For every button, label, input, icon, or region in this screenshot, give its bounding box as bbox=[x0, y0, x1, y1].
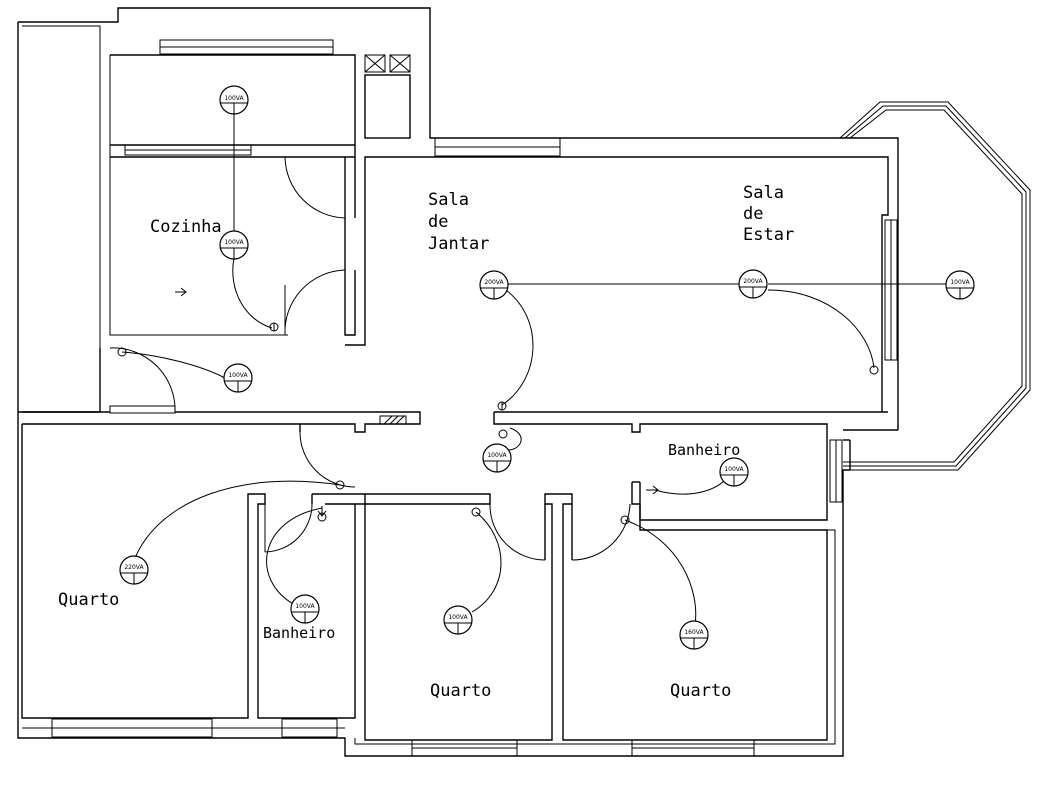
svg-text:100VA: 100VA bbox=[228, 372, 248, 379]
svg-text:160VA: 160VA bbox=[684, 629, 704, 636]
circuit-wires bbox=[121, 112, 947, 626]
room-label-sala-estar-3: Estar bbox=[743, 225, 794, 245]
svg-text:100VA: 100VA bbox=[448, 614, 468, 621]
svg-text:100VA: 100VA bbox=[487, 452, 507, 459]
light-fixture-varanda: 100VA bbox=[945, 270, 975, 300]
fixtures: 100VA 100VA 100VA 200VA 200VA 100VA 100V… bbox=[119, 85, 975, 650]
interior-walls bbox=[18, 54, 889, 741]
room-label-sala-jantar-2: de bbox=[428, 212, 448, 232]
light-fixture-banheiro-bottom: 100VA bbox=[290, 594, 320, 624]
room-label-quarto-right: Quarto bbox=[670, 681, 731, 701]
light-fixture-lavanderia: 100VA bbox=[219, 85, 249, 115]
room-label-sala-jantar-1: Sala bbox=[428, 190, 469, 210]
varanda-bay bbox=[839, 101, 1031, 471]
light-fixture-cozinha: 100VA bbox=[219, 230, 249, 260]
svg-text:200VA: 200VA bbox=[484, 279, 504, 286]
switches bbox=[117, 287, 879, 525]
doors bbox=[109, 156, 631, 561]
room-label-sala-estar-2: de bbox=[743, 204, 763, 224]
light-fixture-banheiro-top: 100VA bbox=[719, 457, 749, 487]
room-label-cozinha: Cozinha bbox=[150, 217, 222, 237]
room-label-banheiro-bottom: Banheiro bbox=[263, 624, 335, 642]
light-fixture-area-servico: 100VA bbox=[223, 363, 253, 393]
light-fixture-sala-jantar: 200VA bbox=[479, 270, 509, 300]
svg-text:100VA: 100VA bbox=[295, 603, 315, 610]
svg-text:100VA: 100VA bbox=[950, 279, 970, 286]
light-fixture-quarto-left: 220VA bbox=[119, 555, 149, 585]
outer-walls bbox=[17, 7, 899, 757]
light-fixture-sala-estar: 200VA bbox=[738, 269, 768, 299]
room-label-sala-estar-1: Sala bbox=[743, 183, 784, 203]
room-label-quarto-mid: Quarto bbox=[430, 681, 491, 701]
windows bbox=[51, 39, 898, 757]
light-fixture-hall: 100VA bbox=[482, 443, 512, 473]
svg-text:100VA: 100VA bbox=[224, 95, 244, 102]
room-label-quarto-left: Quarto bbox=[58, 590, 119, 610]
light-fixture-quarto-mid: 100VA bbox=[443, 605, 473, 635]
room-label-banheiro-top: Banheiro bbox=[668, 441, 740, 459]
svg-text:100VA: 100VA bbox=[724, 466, 744, 473]
svg-text:220VA: 220VA bbox=[124, 564, 144, 571]
room-label-sala-jantar-3: Jantar bbox=[428, 234, 489, 254]
light-fixture-quarto-right: 160VA bbox=[679, 620, 709, 650]
svg-text:200VA: 200VA bbox=[743, 278, 763, 285]
svg-text:100VA: 100VA bbox=[224, 239, 244, 246]
room-labels: Cozinha Sala de Jantar Sala de Estar Ban… bbox=[58, 183, 794, 701]
